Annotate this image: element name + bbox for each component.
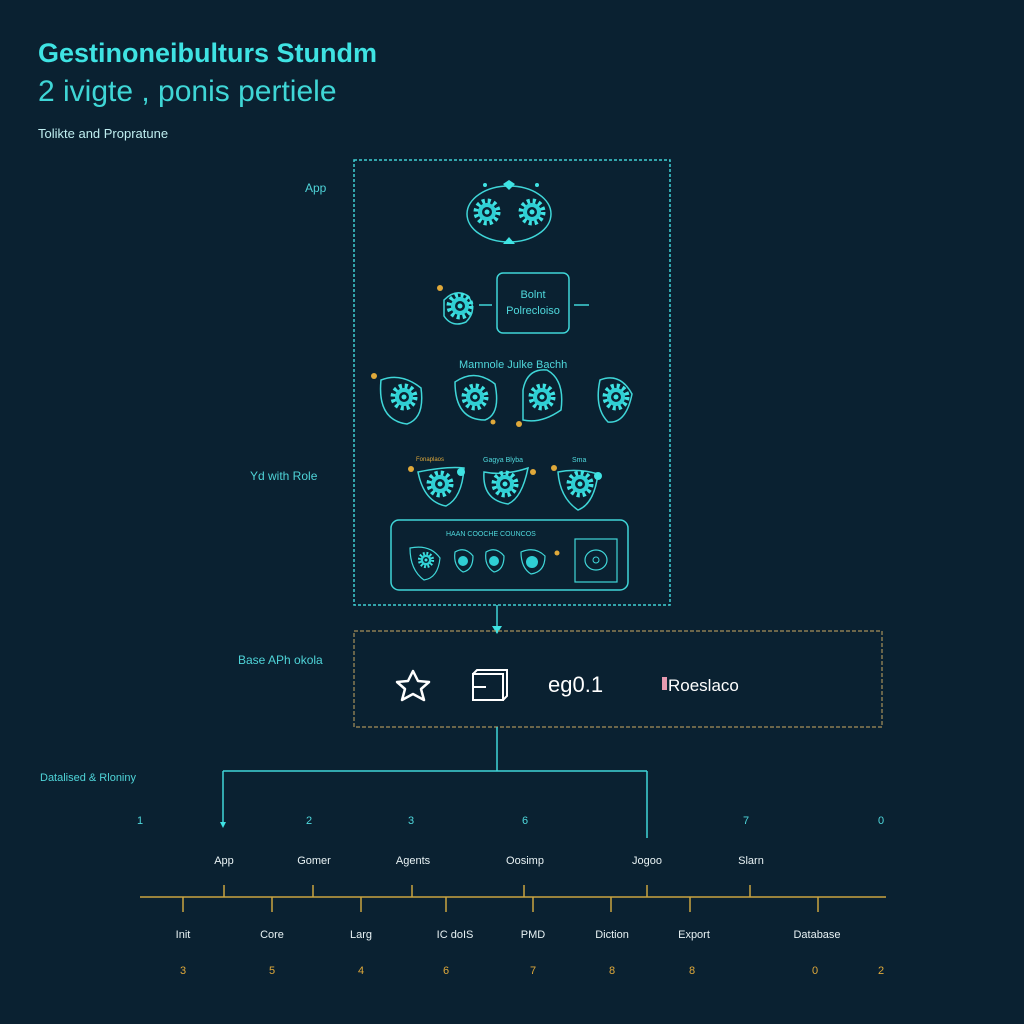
small-label-2: Gagya Blyba [483,457,524,464]
small-label-3: Sma [572,457,587,464]
top-number: 2 [305,815,313,827]
bottom-label: IC doIS [436,929,474,941]
diagram-title: Gestinoneibulturs Stundm [38,38,378,68]
top-label: Agents [395,855,431,867]
bottom-label: Init [175,929,191,941]
top-number: 0 [877,815,885,827]
panel-gears [409,538,618,583]
main-container-box [353,159,671,606]
top-label: Oosimp [506,855,544,867]
bottom-label: Core [260,929,284,941]
side-label-base-api: Base APh okola [238,653,323,667]
bottom-number: 8 [688,965,696,977]
brand-text: Roeslaco [668,676,739,695]
app-gear-cluster [466,180,552,244]
bottom-panel-heading: HAAN COOCHE COUNCOS [446,531,536,538]
node-box-line-1: Bolnt [520,289,546,301]
timeline-axis [140,885,886,912]
top-number: 7 [742,815,750,827]
side-label-role: Yd with Role [250,469,318,483]
bottom-number: 5 [268,965,276,977]
top-number: 3 [407,815,415,827]
api-box [353,630,883,728]
small-label-1: Fonaplaos [416,457,445,463]
top-number: 6 [521,815,529,827]
top-label: App [214,855,234,867]
node-box-label: Bolnt Polrecloiso [497,287,569,319]
node-box [496,272,570,334]
bottom-panel [390,519,629,591]
gear-row [371,369,633,427]
gear-row-heading: Mamnole Julke Bachh [459,359,568,371]
top-label: Slarn [738,855,764,867]
bottom-number: 4 [357,965,365,977]
box-icon [472,669,508,701]
arrow-down-icon [492,626,502,634]
bottom-number: 6 [442,965,450,977]
side-label-datalised: Datalised & Rloniny [40,772,136,784]
diagram-subtitle: 2 ivigte , ponis pertiele [38,75,337,108]
top-number: 1 [136,815,144,827]
side-label-app: App [305,181,327,195]
bottom-label: Export [678,929,710,941]
star-icon [395,669,431,702]
role-gear-row [408,465,602,511]
diagram-caption: Tolikte and Propratune [38,126,169,141]
brand-mark-icon [662,677,667,690]
top-label: Gomer [297,855,331,867]
bottom-number: 0 [811,965,819,977]
bottom-label: Diction [595,929,629,941]
bottom-number: 7 [529,965,537,977]
version-text: eg0.1 [548,672,604,697]
bottom-label: Database [793,929,841,941]
bottom-number: 8 [608,965,616,977]
bottom-label: PMD [520,929,546,941]
bottom-number: 3 [179,965,187,977]
bottom-label: Larg [349,929,373,941]
top-label: Jogoo [632,855,662,867]
bottom-number: 2 [877,965,885,977]
node-box-line-2: Polrecloiso [506,305,560,317]
